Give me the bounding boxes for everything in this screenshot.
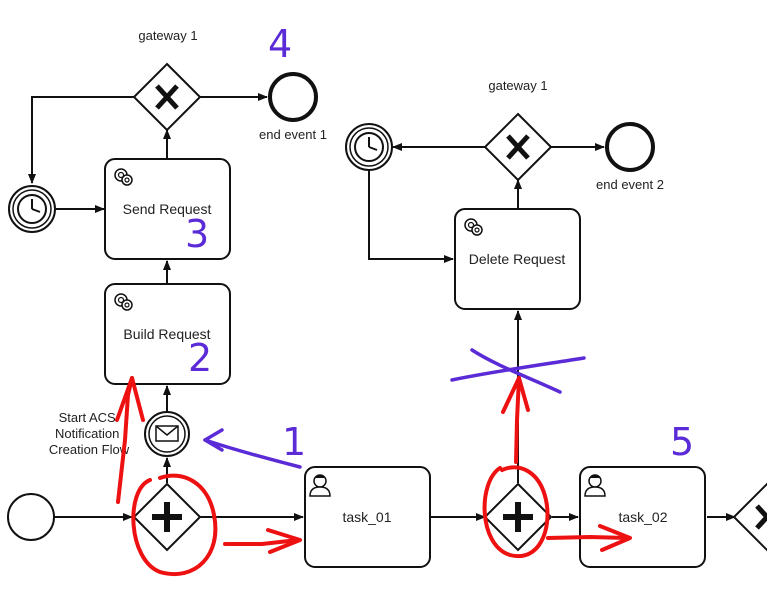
task-delete-request-label: Delete Request xyxy=(469,251,566,267)
gear-icon xyxy=(114,168,133,186)
message-event[interactable] xyxy=(144,411,190,457)
exclusive-gateway-right[interactable] xyxy=(483,112,553,182)
end-event-2-label: end event 2 xyxy=(596,177,664,192)
parallel-gateway-2[interactable] xyxy=(483,482,553,552)
task-01-label: task_01 xyxy=(342,509,391,525)
flow-timer-right-to-delete-request[interactable] xyxy=(368,170,454,263)
user-icon xyxy=(584,474,606,497)
task-send-request[interactable]: Send Request xyxy=(104,158,231,260)
annotation-number-1: 1 xyxy=(282,420,306,464)
timer-event-right[interactable] xyxy=(345,123,393,171)
envelope-icon xyxy=(155,425,179,442)
x-mark-icon xyxy=(506,134,530,160)
gear-icon xyxy=(464,218,483,236)
task-build-request-label: Build Request xyxy=(123,326,210,342)
timer-event-left[interactable] xyxy=(8,185,56,233)
end-event-1-label: end event 1 xyxy=(259,127,327,142)
annotation-number-4: 4 xyxy=(268,22,292,66)
gateway-left-label: gateway 1 xyxy=(138,28,197,43)
annotation-number-5: 5 xyxy=(670,420,694,464)
plus-icon xyxy=(503,502,533,532)
start-acs-label: Start ACS Notification Creation Flow xyxy=(49,410,130,457)
purple-arrow-to-message-event xyxy=(203,428,302,469)
task-send-request-label: Send Request xyxy=(123,201,212,217)
x-mark-icon xyxy=(755,504,767,530)
annotation-number-2: 2 xyxy=(188,336,212,380)
start-acs-label-line-3: Creation Flow xyxy=(49,442,130,457)
start-acs-label-line-2: Notification xyxy=(55,426,119,441)
user-icon xyxy=(309,474,331,497)
task-delete-request[interactable]: Delete Request xyxy=(454,208,581,310)
clock-icon xyxy=(354,132,384,162)
red-scribble-gateway-1 xyxy=(131,473,218,576)
end-event-1[interactable] xyxy=(268,72,318,122)
parallel-gateway-1[interactable] xyxy=(132,482,202,552)
red-arrow-right-1 xyxy=(223,528,302,554)
purple-cross-mark xyxy=(450,348,586,394)
task-02-label: task_02 xyxy=(618,509,667,525)
end-event-2[interactable] xyxy=(605,122,655,172)
x-mark-icon xyxy=(155,84,179,110)
task-build-request[interactable]: Build Request xyxy=(104,283,231,385)
flow-gateway-left-to-timer-left[interactable] xyxy=(28,96,135,184)
exclusive-gateway-left[interactable] xyxy=(132,62,202,132)
red-arrow-right-2 xyxy=(546,524,632,552)
gateway-right-label: gateway 1 xyxy=(488,78,547,93)
red-scribble-gateway-2 xyxy=(482,465,550,559)
clock-icon xyxy=(17,194,47,224)
exclusive-gateway-edge[interactable] xyxy=(732,482,767,552)
start-acs-label-line-1: Start ACS xyxy=(59,410,116,425)
annotation-number-3: 3 xyxy=(185,212,209,256)
task-02[interactable]: task_02 xyxy=(579,466,706,568)
task-01[interactable]: task_01 xyxy=(304,466,431,568)
red-arrow-up-left xyxy=(115,376,145,504)
plus-icon xyxy=(152,502,182,532)
gear-icon xyxy=(114,293,133,311)
red-arrow-up-right xyxy=(501,376,530,464)
start-event[interactable] xyxy=(7,493,55,541)
